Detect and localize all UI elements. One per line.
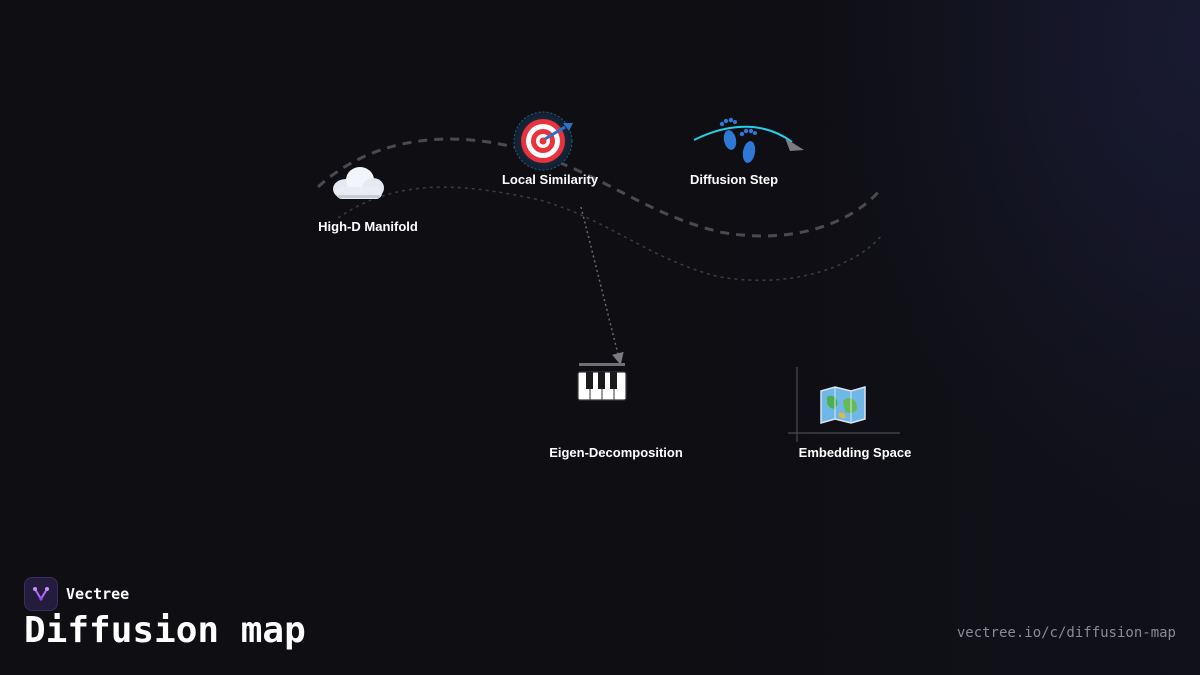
diffusion-step-arrowhead <box>785 138 804 151</box>
node-label-high-d-manifold: High-D Manifold <box>318 219 418 234</box>
brand-name: Vectree <box>66 585 130 603</box>
page-url[interactable]: vectree.io/c/diffusion-map <box>956 625 1176 641</box>
manifold-curve-main <box>316 137 882 238</box>
node-label-diffusion-step: Diffusion Step <box>689 172 779 187</box>
node-label-local-similarity: Local Similarity <box>501 172 599 187</box>
cloud-icon <box>333 167 384 199</box>
diffusion-step-arc <box>693 125 793 143</box>
map-icon <box>820 386 866 424</box>
footprints-icon <box>719 117 757 163</box>
brand: Vectree <box>24 577 129 611</box>
page-title: Diffusion map <box>24 610 306 651</box>
target-icon <box>513 111 573 171</box>
piano-keys-icon <box>577 363 627 401</box>
node-label-embedding-space: Embedding Space <box>798 445 912 460</box>
similarity-to-eigen-arrow <box>580 206 624 365</box>
node-label-eigen-decomposition: Eigen-Decomposition <box>549 445 683 460</box>
vectree-logo-icon <box>24 577 58 611</box>
manifold-curve-secondary <box>337 186 883 281</box>
